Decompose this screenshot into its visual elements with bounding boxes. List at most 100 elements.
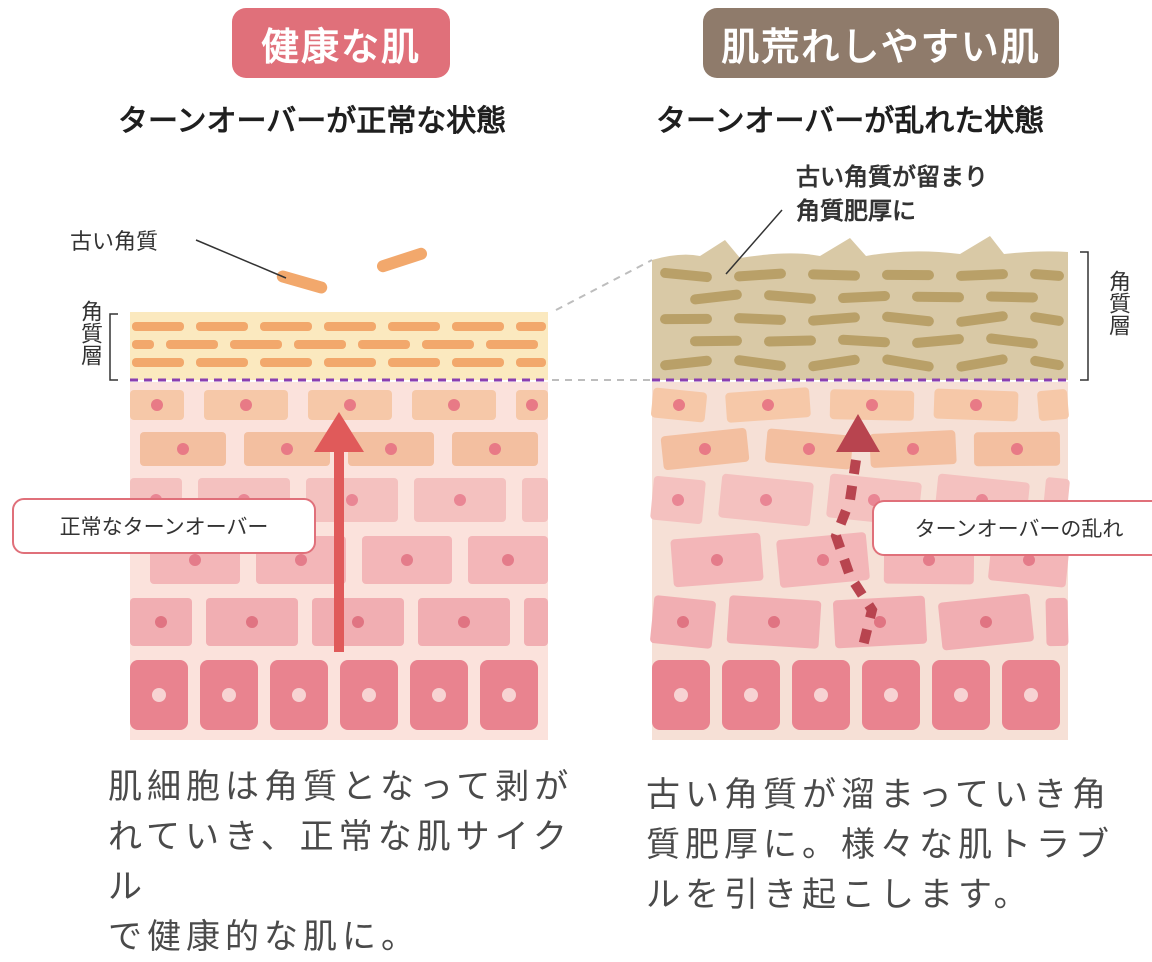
cell-nucleus	[923, 554, 935, 566]
keratin-brick	[166, 340, 218, 349]
thick-keratin-flake	[956, 354, 1008, 372]
keratin-brick	[196, 322, 248, 331]
thick-keratin-flake	[734, 268, 786, 282]
cell-nucleus	[352, 616, 364, 628]
keratin-brick	[260, 358, 312, 367]
skin-cell	[204, 390, 288, 420]
skin-cell	[869, 430, 957, 468]
cell-nucleus	[432, 688, 446, 702]
thick-keratin-flake	[1030, 312, 1064, 326]
keratin-brick	[358, 340, 410, 349]
cell-nucleus	[1024, 688, 1038, 702]
cell-nucleus	[346, 494, 358, 506]
cell-nucleus	[385, 443, 397, 455]
cell-nucleus	[814, 688, 828, 702]
skin-cell	[200, 660, 258, 730]
cell-nucleus	[980, 616, 992, 628]
thick-keratin-flake	[808, 354, 860, 372]
thick-keratin-flake	[956, 311, 1008, 327]
old-keratin-flake	[376, 247, 428, 273]
thick-keratin-flake	[986, 291, 1038, 303]
skin-diagram	[109, 209, 1089, 740]
rough-skin-badge: 肌荒れしやすい肌	[703, 8, 1059, 78]
cell-nucleus	[907, 443, 919, 455]
thick-keratin-flake	[882, 354, 934, 372]
cell-nucleus	[454, 494, 466, 506]
skin-cell	[933, 388, 1019, 422]
skin-cell	[765, 428, 853, 470]
keratin-layer-label-left-text: 角質層	[77, 300, 102, 366]
keratin-brick	[388, 322, 440, 331]
skin-cell	[652, 660, 710, 730]
skin-cell	[452, 432, 538, 466]
cell-nucleus	[240, 399, 252, 411]
skin-cell	[418, 598, 510, 646]
rough-caption: 古い角質が溜まっていき角 質肥厚に。様々な肌トラブ ルを引き起こします。	[646, 775, 1114, 915]
skin-cell	[468, 536, 548, 584]
skin-cell	[829, 389, 915, 421]
healthy-keratin-layer	[132, 322, 546, 367]
layer-bracket-right	[1080, 251, 1089, 381]
thick-keratin-flake	[660, 355, 712, 371]
keratin-brick	[230, 340, 282, 349]
cell-nucleus	[744, 688, 758, 702]
cell-nucleus	[502, 688, 516, 702]
keratin-brick	[452, 322, 504, 331]
skin-cell	[1037, 389, 1069, 421]
cell-nucleus	[699, 443, 711, 455]
skin-cell	[650, 475, 706, 525]
healthy-turnover-arrow-head	[314, 412, 364, 452]
skin-cell	[650, 595, 716, 649]
skin-cell	[725, 387, 811, 423]
skin-cell	[651, 387, 707, 423]
cell-nucleus	[362, 688, 376, 702]
keratin-brick	[452, 358, 504, 367]
skin-cell	[414, 478, 506, 522]
thick-keratin-flake	[912, 334, 964, 348]
skin-cell	[522, 478, 548, 522]
cell-nucleus	[222, 688, 236, 702]
cell-nucleus	[866, 399, 878, 411]
skin-cell	[726, 595, 822, 649]
keratin-brick	[388, 358, 440, 367]
skin-cell	[938, 593, 1034, 651]
cell-body	[1037, 389, 1069, 421]
cell-body	[1045, 597, 1069, 647]
keratin-brick	[486, 340, 538, 349]
thick-keratin-flake	[690, 289, 742, 305]
rough-subtitle: ターンオーバーが乱れた状態	[656, 104, 1045, 139]
cell-nucleus	[711, 554, 723, 566]
cell-nucleus	[760, 494, 772, 506]
skin-cell	[140, 432, 226, 466]
skin-cell	[480, 660, 538, 730]
skin-cell	[308, 390, 392, 420]
thick-keratin-flake	[956, 269, 1008, 281]
cell-nucleus	[674, 688, 688, 702]
cell-nucleus	[281, 443, 293, 455]
thick-keratin-flake	[838, 290, 890, 304]
skin-cell	[524, 598, 548, 646]
skin-cell	[660, 427, 750, 471]
old-keratin-label: 古い角質	[70, 230, 159, 255]
skin-cell	[306, 478, 398, 522]
zoom-connector-top	[555, 259, 653, 311]
cell-nucleus	[295, 554, 307, 566]
keratin-brick	[324, 358, 376, 367]
old-keratin-flake	[276, 270, 328, 294]
disrupted-turnover-arrow-path	[830, 459, 878, 652]
thick-keratin-flake	[660, 313, 712, 325]
keratin-brick	[132, 322, 184, 331]
cell-nucleus	[177, 443, 189, 455]
thick-keratin-flake	[1030, 269, 1064, 281]
rough-skin-panel	[650, 209, 1089, 740]
cell-nucleus	[526, 399, 538, 411]
skin-cell	[410, 660, 468, 730]
cell-nucleus	[1011, 443, 1023, 455]
cell-nucleus	[672, 494, 684, 506]
cell-nucleus	[874, 616, 886, 628]
thick-keratin-flake	[734, 313, 786, 325]
cell-nucleus	[155, 616, 167, 628]
skin-cell	[206, 598, 298, 646]
keratin-brick	[196, 358, 248, 367]
keratin-brick	[132, 358, 184, 367]
